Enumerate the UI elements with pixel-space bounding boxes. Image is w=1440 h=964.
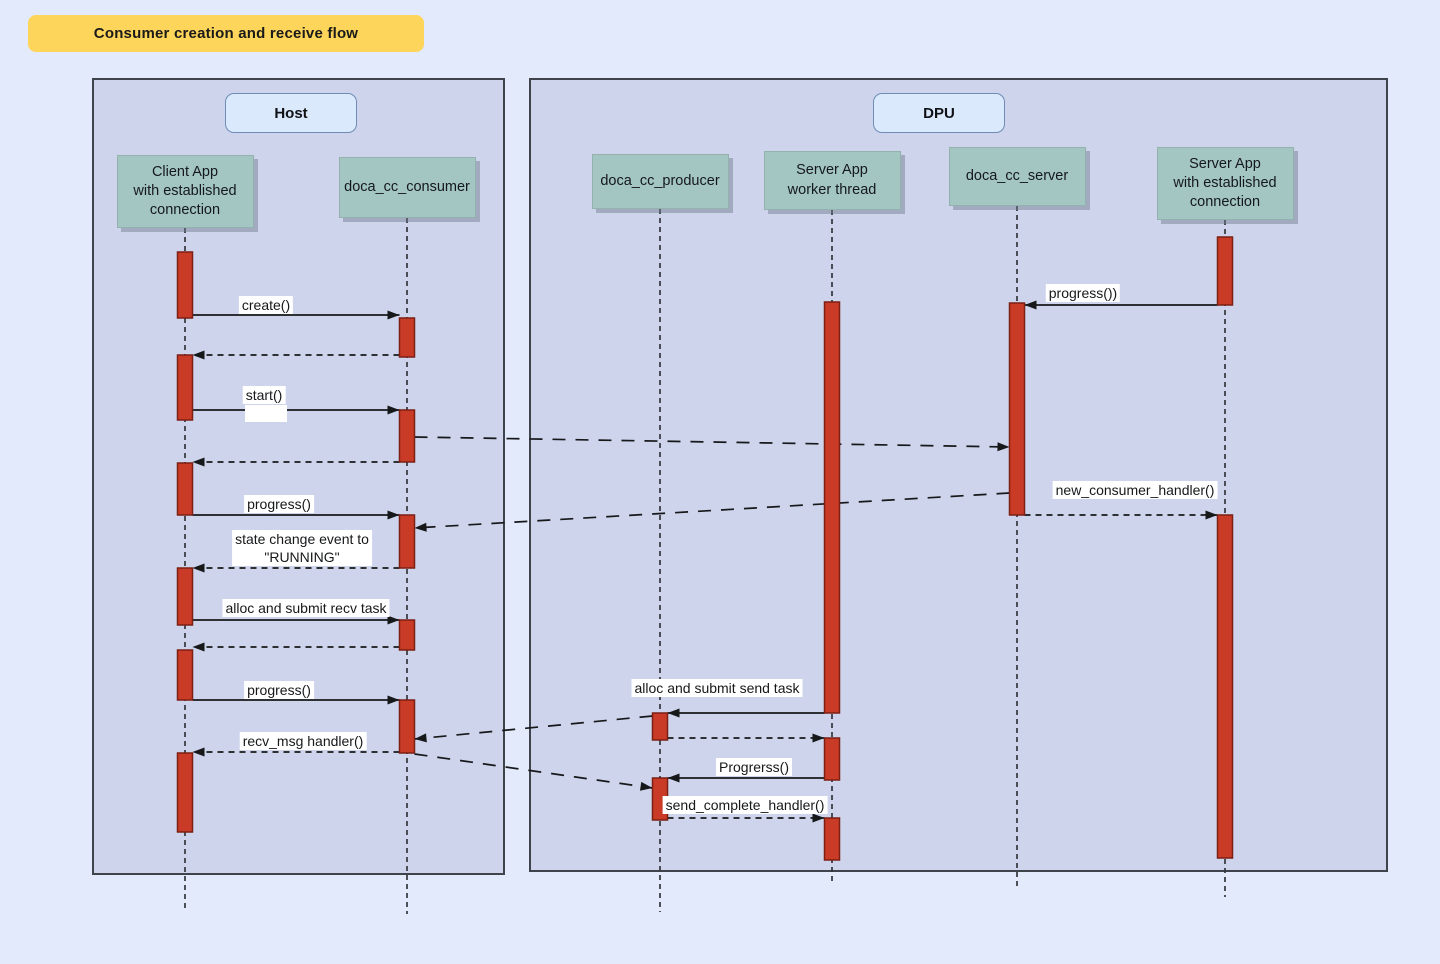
- activation-bar-client-app-0: [176, 251, 194, 319]
- activation-bar-server-worker-14: [823, 737, 841, 781]
- message-label: recv_msg handler(): [239, 732, 367, 751]
- dpu-group-label-text: DPU: [923, 104, 955, 122]
- message-label: Progrerss(): [715, 758, 793, 777]
- lifeline-box-server-worker: Server App worker thread: [763, 151, 901, 210]
- activation-bar-doca-cc-consumer-10: [398, 699, 416, 754]
- message-arrow-17: [414, 492, 1010, 532]
- activation-bar-server-worker-15: [823, 817, 841, 861]
- lifeline-box-client-app: Client App with established connection: [116, 155, 254, 228]
- lifeline-box-server-app: Server App with established connection: [1156, 147, 1294, 220]
- message-label: start(): [242, 386, 286, 405]
- message-label: create(): [238, 296, 294, 315]
- dpu-group-label: DPU: [873, 93, 1005, 133]
- activation-bar-client-app-3: [176, 567, 194, 626]
- message-label: progress(): [244, 495, 314, 514]
- activation-bar-client-app-1: [176, 354, 194, 421]
- message-label: state change event to "RUNNING": [232, 530, 372, 567]
- activation-bar-client-app-5: [176, 752, 194, 833]
- lifeline-box-doca-cc-consumer: doca_cc_consumer: [338, 157, 476, 218]
- message-label: alloc and submit recv task: [222, 599, 390, 618]
- lifeline-box-doca-cc-producer: doca_cc_producer: [591, 154, 729, 209]
- message-label: progress()): [1045, 284, 1121, 303]
- activation-bar-client-app-4: [176, 649, 194, 701]
- host-group-label: Host: [225, 93, 357, 133]
- message-label: new_consumer_handler(): [1052, 481, 1218, 500]
- message-arrow-18: [414, 715, 653, 743]
- activation-bar-doca-cc-consumer-8: [398, 514, 416, 569]
- activation-bar-client-app-2: [176, 462, 194, 516]
- diagram-title: Consumer creation and receive flow: [93, 25, 359, 42]
- message-arrow-16: [414, 436, 1010, 452]
- message-arrow-19: [414, 753, 653, 791]
- activation-bar-doca-cc-consumer-7: [398, 409, 416, 463]
- empty-message-label: [245, 405, 287, 422]
- message-label: progress(): [244, 681, 314, 700]
- activation-bar-doca-cc-consumer-6: [398, 317, 416, 358]
- activation-bar-server-app-17: [1216, 236, 1234, 306]
- activation-bar-doca-cc-producer-11: [651, 712, 669, 741]
- activation-bar-server-app-18: [1216, 514, 1234, 859]
- activation-bar-doca-cc-server-16: [1008, 302, 1026, 516]
- diagram-title-banner: Consumer creation and receive flow: [28, 15, 424, 52]
- message-label: send_complete_handler(): [662, 796, 828, 815]
- host-group-label-text: Host: [274, 104, 308, 122]
- activation-bar-doca-cc-consumer-9: [398, 619, 416, 651]
- activation-bar-server-worker-13: [823, 301, 841, 714]
- message-label: alloc and submit send task: [631, 679, 803, 698]
- lifeline-box-doca-cc-server: doca_cc_server: [948, 147, 1086, 206]
